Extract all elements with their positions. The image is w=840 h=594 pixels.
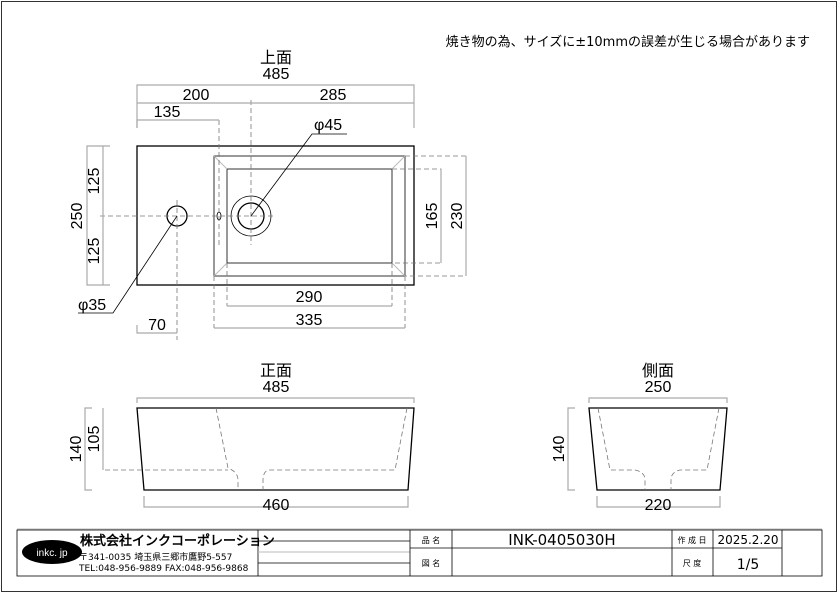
side-view-title: 側面 — [642, 362, 674, 380]
front-view: 正面 485 460 140 105 — [68, 363, 415, 514]
dim-basin-outer-depth: 230 — [449, 203, 466, 230]
company-address: 〒341-0035 埼玉県三郷市鷹野5-557 — [79, 551, 232, 563]
drawing-name-label: 図 名 — [422, 558, 441, 568]
side-outline — [588, 407, 728, 491]
company-logo — [22, 540, 82, 564]
dim-basin-inner-depth: 165 — [424, 203, 441, 230]
product-name: INK-0405030H — [508, 531, 615, 549]
dim-side-height: 140 — [551, 436, 568, 463]
dim-right-width: 285 — [320, 87, 347, 104]
title-block: inkc. jp 株式会社インクコーポレーション 〒341-0035 埼玉県三郷… — [16, 528, 823, 577]
top-outline — [136, 145, 415, 286]
dim-overall-width: 485 — [263, 66, 290, 83]
logo-text: inkc. jp — [36, 548, 68, 559]
product-name-label: 品 名 — [422, 535, 441, 545]
dim-side-bottom-width: 220 — [645, 497, 672, 514]
dim-faucet-hole-diameter: φ35 — [78, 297, 106, 314]
scale-label: 尺 度 — [683, 558, 702, 568]
dim-half-depth-bottom: 125 — [86, 238, 103, 265]
top-view: 上面 485 200 285 135 φ45 φ35 — [69, 49, 467, 340]
basin-floor — [226, 168, 393, 264]
dim-front-top-width: 485 — [263, 379, 290, 396]
dim-half-depth-top: 125 — [86, 168, 103, 195]
dim-front-height: 140 — [68, 436, 85, 463]
dim-faucet-offset: 135 — [154, 104, 181, 121]
tolerance-note: 焼き物の為、サイズに±10mmの誤差が生じる場合があります — [446, 34, 810, 50]
dim-overall-depth: 250 — [69, 203, 86, 230]
dim-basin-inner-width: 290 — [296, 289, 323, 306]
scale-value: 1/5 — [737, 557, 760, 573]
top-view-title: 上面 — [260, 49, 292, 67]
front-outline — [136, 407, 415, 491]
side-view: 側面 250 220 140 — [551, 362, 728, 514]
dim-side-top-width: 250 — [645, 379, 672, 396]
dim-front-bottom-width: 460 — [263, 497, 290, 514]
basin-rim — [213, 155, 406, 277]
dim-left-width: 200 — [183, 87, 210, 104]
date-label: 作 成 日 — [677, 535, 706, 545]
front-view-title: 正面 — [260, 363, 292, 380]
dim-front-basin-depth: 105 — [86, 426, 103, 453]
company-contact: TEL:048-956-9889 FAX:048-956-9868 — [78, 564, 249, 574]
dim-basin-outer-width: 335 — [296, 312, 323, 329]
date-value: 2025.2.20 — [717, 533, 778, 547]
dim-faucet-x: 70 — [148, 317, 166, 334]
dim-drain-diameter: φ45 — [314, 117, 342, 134]
company-name: 株式会社インクコーポレーション — [80, 533, 275, 549]
